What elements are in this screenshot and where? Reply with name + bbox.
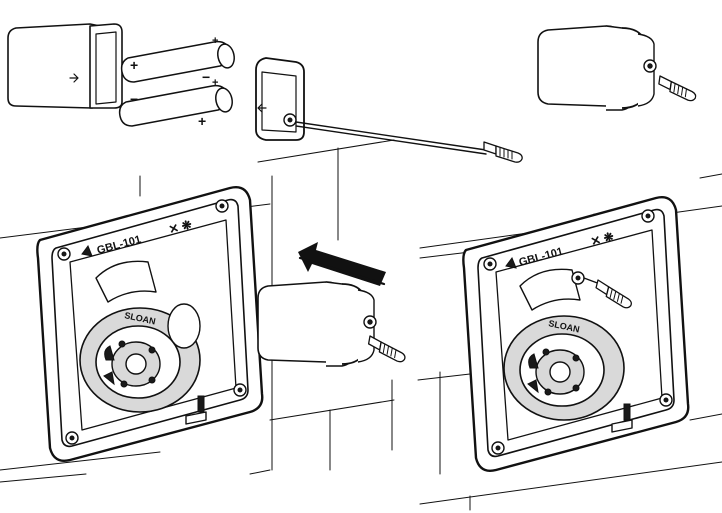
cable-plug-icon (571, 271, 636, 310)
adjust-screw-icon (611, 403, 633, 433)
side-marks: ✕ ❋ (589, 229, 615, 249)
battery-minus-2: − (130, 91, 138, 107)
battery-plus-3: + (212, 35, 218, 47)
battery-plus-1: + (130, 57, 138, 73)
battery-pack-assembled (537, 25, 657, 111)
cable-plug-icon (483, 141, 523, 163)
flush-valve-icon: SLOAN (503, 268, 625, 421)
battery-minus-1: − (202, 69, 210, 85)
battery-box-icon (7, 23, 123, 109)
wall-tiles-left (0, 139, 395, 483)
battery-plus-2: + (198, 113, 206, 129)
cable-plug-icon (656, 75, 699, 102)
flush-valve-icon: SLOAN (79, 260, 201, 413)
battery-cap-icon (255, 57, 487, 155)
side-marks: ✕ ❋ (167, 217, 193, 237)
battery-plus-4: + (212, 77, 218, 89)
aa-battery-icon: + − − + + + (118, 35, 235, 129)
battery-pack-inserting (257, 281, 377, 367)
adjust-screw-icon (185, 395, 207, 425)
insert-arrow-icon (298, 242, 386, 286)
insert-arrow-icon (69, 73, 79, 83)
